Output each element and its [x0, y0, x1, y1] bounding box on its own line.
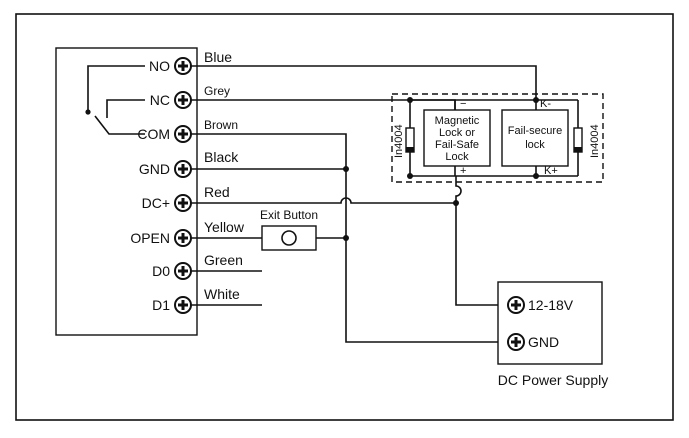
magnetic-lock-minus: − — [460, 98, 466, 110]
terminal-d1: D1 — [152, 296, 192, 314]
wire-label-black: Black — [204, 149, 239, 165]
terminal-open-label: OPEN — [130, 230, 170, 246]
wires — [191, 65, 537, 343]
terminal-open: OPEN — [130, 229, 192, 247]
wire-label-red: Red — [204, 184, 230, 200]
terminal-nc-label: NC — [150, 92, 170, 108]
terminal-gnd: GND — [139, 160, 192, 178]
power-supply-gnd-label: GND — [528, 334, 559, 350]
wire-label-brown: Brown — [204, 118, 238, 132]
terminal-d1-label: D1 — [152, 297, 170, 313]
push-button-icon — [281, 230, 297, 246]
wire-label-white: White — [204, 286, 240, 302]
diode-right-label: In4004 — [589, 124, 601, 158]
power-supply-box — [497, 281, 603, 365]
terminal-d0-label: D0 — [152, 263, 170, 279]
terminal-gnd-label: GND — [139, 161, 170, 177]
fail-secure-lock-box — [501, 109, 569, 167]
wire-label-yellow: Yellow — [204, 219, 245, 235]
terminal-dcplus-label: DC+ — [142, 195, 170, 211]
fail-secure-lock-line2: lock — [525, 139, 545, 151]
terminal-no-label: NO — [149, 58, 170, 74]
terminal-dcplus: DC+ — [142, 194, 192, 212]
magnetic-lock-line3: Fail-Safe — [435, 139, 479, 151]
magnetic-lock-line2: Lock or — [439, 127, 475, 139]
magnetic-lock-line1: Magnetic — [435, 115, 480, 127]
fail-secure-lock-plus: K+ — [544, 165, 558, 177]
terminal-d0: D0 — [152, 262, 192, 280]
wire-label-blue: Blue — [204, 49, 232, 65]
wire-label-grey: Grey — [204, 84, 230, 98]
lock-assembly: In4004 In4004 Magnetic Lock or Fail-Safe… — [393, 97, 601, 179]
exit-button-label: Exit Button — [260, 208, 318, 222]
power-supply-positive-label: 12-18V — [528, 297, 574, 313]
magnetic-lock-box — [423, 109, 491, 167]
fail-secure-lock-minus: K- — [540, 98, 551, 110]
outer-frame — [15, 13, 674, 421]
fail-secure-lock-line1: Fail-secure — [508, 125, 562, 137]
lock-assembly-region — [391, 93, 604, 183]
magnetic-lock-line4: Lock — [445, 151, 469, 163]
relay-contact — [85, 65, 145, 135]
terminal-com-label: COM — [137, 126, 170, 142]
exit-button: Exit Button — [260, 208, 318, 251]
diode-left-label: In4004 — [393, 124, 405, 158]
magnetic-lock-plus: + — [460, 165, 466, 177]
terminal-com: COM — [137, 125, 192, 143]
power-supply-title: DC Power Supply — [498, 372, 609, 388]
dc-power-supply: 12-18V GND DC Power Supply — [497, 281, 609, 388]
controller-box — [55, 47, 198, 336]
wire-label-green: Green — [204, 252, 243, 268]
